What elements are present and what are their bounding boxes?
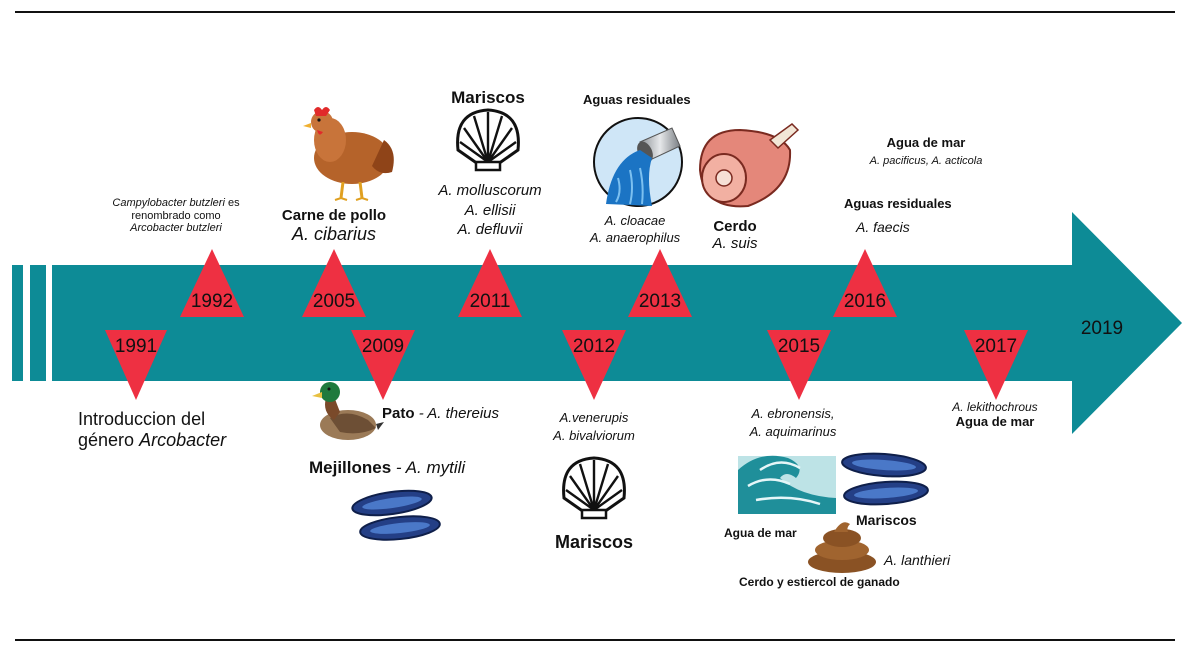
- event-2016-aguas: Aguas residuales: [844, 197, 952, 212]
- event-2011-species: A. molluscorum A. ellisii A. defluvii: [420, 181, 560, 240]
- species-name: A. defluvii: [420, 220, 560, 240]
- species-name: A. aquimarinus: [728, 423, 858, 441]
- event-2012-source: Mariscos: [530, 532, 658, 553]
- species-name: A. lekithochrous: [920, 401, 1070, 415]
- year-label: 2015: [769, 336, 829, 358]
- event-2013-species: A. cloacae A. anaerophilus: [570, 213, 700, 247]
- species-name: A. bivalviorum: [534, 427, 654, 445]
- event-2009-pato: Pato - A. thereius: [382, 405, 499, 422]
- manure-icon: [808, 522, 876, 573]
- species-name: A. suis: [700, 235, 770, 252]
- event-2012-species: A.venerupis A. bivalviorum: [534, 409, 654, 444]
- species-name: A. molluscorum: [420, 181, 560, 201]
- species-name: A. anaerophilus: [570, 230, 700, 247]
- source-label: Agua de mar: [836, 136, 1016, 151]
- species-name: - A. thereius: [419, 405, 499, 422]
- source-label: Carne de pollo: [264, 207, 404, 224]
- event-1992-text: Campylobacter butzleri es renombrado com…: [86, 197, 266, 235]
- event-2016-text: Agua de mar A. pacificus, A. acticola: [836, 136, 1016, 168]
- species-name: Campylobacter butzleri: [112, 197, 225, 209]
- event-2015-cerdo: Cerdo y estiercol de ganado: [739, 576, 900, 590]
- wave-icon: [738, 456, 836, 514]
- event-line: género: [78, 430, 134, 450]
- event-2015-agua: Agua de mar: [724, 527, 797, 541]
- mussel-icon-2015: [841, 451, 928, 507]
- arrow-stripe-2: [30, 265, 46, 381]
- year-label: 2017: [966, 336, 1026, 358]
- mussel-icon-2009: [351, 487, 441, 544]
- species-name: A. ellisii: [420, 201, 560, 221]
- year-label: 2009: [353, 336, 413, 358]
- year-label: 2005: [304, 291, 364, 313]
- year-label: 1992: [182, 291, 242, 313]
- species-name: - A. mytili: [396, 458, 465, 477]
- year-label: 1991: [106, 336, 166, 358]
- event-line: Introduccion del: [78, 409, 226, 430]
- species-name: A. cloacae: [570, 213, 700, 230]
- year-label: 2011: [460, 291, 520, 313]
- year-label: 2016: [835, 291, 895, 313]
- species-name: Arcobacter butzleri: [86, 222, 266, 235]
- year-label: 2013: [630, 291, 690, 313]
- event-line: es: [228, 197, 240, 209]
- chicken-icon: [303, 107, 394, 200]
- event-2013-source: Aguas residuales: [583, 93, 691, 108]
- species-name: A. ebronensis,: [728, 405, 858, 423]
- source-label: Mejillones: [309, 458, 391, 477]
- duck-icon: [312, 382, 384, 440]
- event-line: renombrado como: [86, 210, 266, 223]
- event-2015-lanthieri: A. lanthieri: [884, 552, 950, 568]
- end-year-label: 2019: [1072, 318, 1132, 340]
- event-1991-text: Introduccion del género Arcobacter: [78, 409, 226, 450]
- event-2016-faecis: A. faecis: [856, 219, 910, 235]
- event-2015-mariscos: Mariscos: [856, 512, 917, 528]
- shell-icon-2011: [458, 110, 519, 170]
- year-label: 2012: [564, 336, 624, 358]
- source-label: Cerdo: [700, 218, 770, 235]
- species-name: A.venerupis: [534, 409, 654, 427]
- genus-name: Arcobacter: [139, 430, 226, 450]
- ham-icon: [700, 124, 798, 206]
- species-name: A. cibarius: [264, 224, 404, 245]
- source-label: Agua de mar: [920, 415, 1070, 430]
- event-2013-cerdo: Cerdo A. suis: [700, 218, 770, 253]
- shell-icon-2012: [564, 458, 625, 518]
- event-2009-mejillones: Mejillones - A. mytili: [309, 458, 465, 478]
- event-2017-text: A. lekithochrous Agua de mar: [920, 401, 1070, 430]
- event-2015-species: A. ebronensis, A. aquimarinus: [728, 405, 858, 440]
- event-2011-source: Mariscos: [434, 88, 542, 108]
- arrow-stripe-1: [12, 265, 23, 381]
- sewage-pipe-icon: [594, 118, 682, 206]
- event-2005-text: Carne de pollo A. cibarius: [264, 207, 404, 245]
- source-label: Pato: [382, 405, 415, 422]
- species-name: A. pacificus, A. acticola: [836, 155, 1016, 168]
